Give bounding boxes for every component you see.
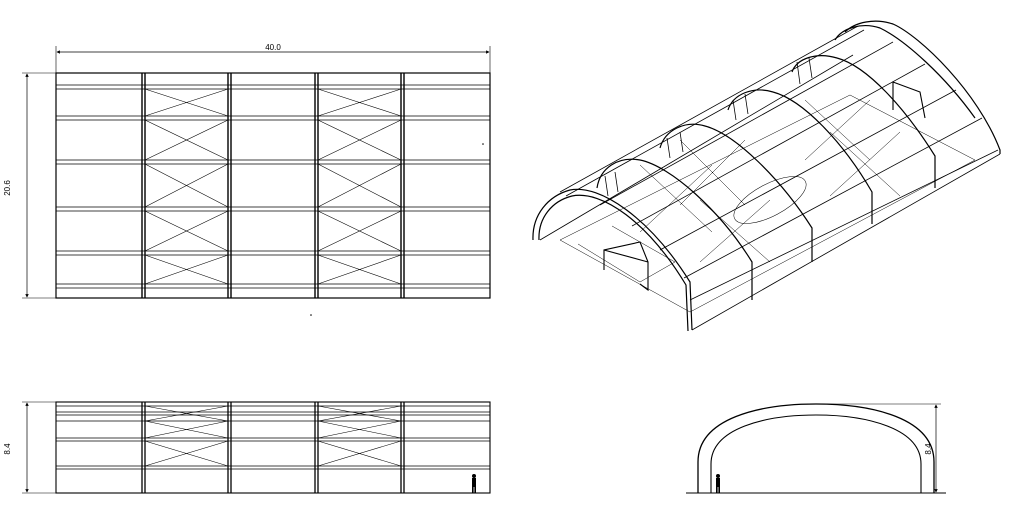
side-bracing [144, 405, 402, 467]
iso-purlins [539, 25, 1001, 331]
plan-length-label: 40.0 [265, 43, 281, 52]
plan-purlins [56, 84, 490, 289]
human-scale-figure [716, 474, 720, 493]
plan-width-label: 20.6 [3, 180, 12, 196]
iso-bracing [639, 99, 901, 263]
plan-arch-frames [141, 73, 405, 298]
side-elevation [22, 401, 491, 494]
plan-bracing-bay-4 [317, 88, 402, 285]
plan-outline [55, 72, 491, 299]
end-height-dimension [816, 403, 941, 494]
plan-width-dimension [22, 72, 56, 299]
plan-view [22, 46, 491, 316]
iso-field-markings [559, 94, 976, 313]
iso-goal-far [892, 81, 926, 119]
end-height-label: 8.4 [924, 443, 933, 455]
side-height-label: 8.4 [3, 443, 12, 455]
end-elevation [686, 403, 946, 494]
side-outline [55, 401, 491, 494]
stray-dot [482, 143, 484, 145]
human-scale-figure [472, 474, 476, 493]
end-arch-inner [710, 414, 922, 493]
stray-dot [310, 314, 312, 316]
plan-length-dimension [55, 46, 491, 73]
isometric-view [532, 20, 1001, 332]
side-rails [56, 405, 490, 470]
end-arch-outer [697, 403, 935, 493]
plan-bracing-bay-2 [144, 88, 229, 285]
iso-ridge-vents [604, 57, 813, 197]
side-height-dimension [22, 401, 56, 494]
iso-goal-near [603, 241, 649, 292]
side-frames [141, 402, 405, 493]
iso-arch-frames [532, 20, 1001, 332]
